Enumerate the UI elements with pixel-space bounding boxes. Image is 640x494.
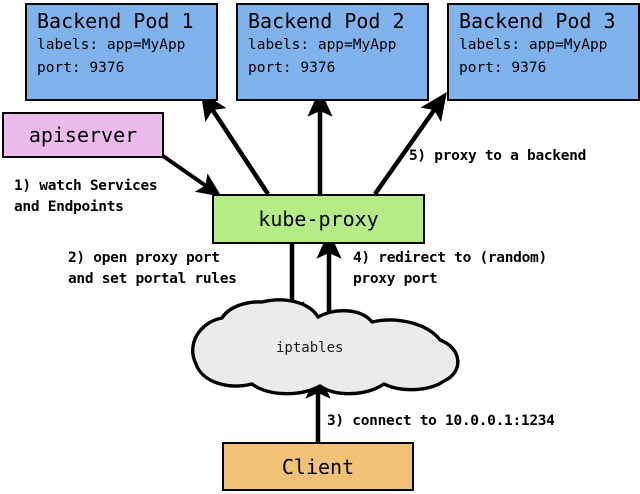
backend-pod-1-box[interactable]: Backend Pod 1 labels: app=MyApp port: 93… <box>25 3 218 101</box>
backend-pod-2-box[interactable]: Backend Pod 2 labels: app=MyApp port: 93… <box>236 3 429 101</box>
backend-pod-3-title: Backend Pod 3 <box>459 9 616 33</box>
backend-pod-1-port: port: 9376 <box>37 60 125 76</box>
backend-pod-3-labels: labels: app=MyApp <box>459 37 608 53</box>
arrow-kubeproxy-to-pod-3 <box>373 92 447 196</box>
step-5-label-line1: 5) proxy to a backend <box>409 148 587 164</box>
kube-proxy-label: kube-proxy <box>258 207 379 231</box>
backend-pod-3-port: port: 9376 <box>459 60 547 76</box>
client-label: Client <box>281 454 355 479</box>
apiserver-label: apiserver <box>28 123 138 147</box>
iptables-label: iptables <box>276 340 344 356</box>
step-1-label-line2: and Endpoints <box>14 199 124 215</box>
step-4-label-line2: proxy port <box>353 271 438 287</box>
backend-pod-2-labels: labels: app=MyApp <box>248 37 397 53</box>
step-4-label-line1: 4) redirect to (random) <box>353 250 547 266</box>
step-1-label-line1: 1) watch Services <box>14 178 158 194</box>
iptables-cloud <box>191 298 460 396</box>
backend-pod-3-box[interactable]: Backend Pod 3 labels: app=MyApp port: 93… <box>447 3 640 101</box>
arrow-apiserver-to-kubeproxy <box>161 154 222 197</box>
step-2-label-line1: 2) open proxy port <box>68 250 220 266</box>
arrow-kubeproxy-to-pod-1 <box>200 91 270 196</box>
client-box[interactable]: Client <box>222 442 414 491</box>
step-3-label-line1: 3) connect to 10.0.0.1:1234 <box>327 413 555 429</box>
apiserver-box[interactable]: apiserver <box>2 112 164 158</box>
backend-pod-2-port: port: 9376 <box>248 60 336 76</box>
backend-pod-1-labels: labels: app=MyApp <box>37 37 186 53</box>
backend-pod-2-title: Backend Pod 2 <box>248 9 405 33</box>
backend-pod-1-title: Backend Pod 1 <box>37 9 194 33</box>
step-2-label-line2: and set portal rules <box>68 271 237 287</box>
kube-proxy-box[interactable]: kube-proxy <box>212 194 425 244</box>
